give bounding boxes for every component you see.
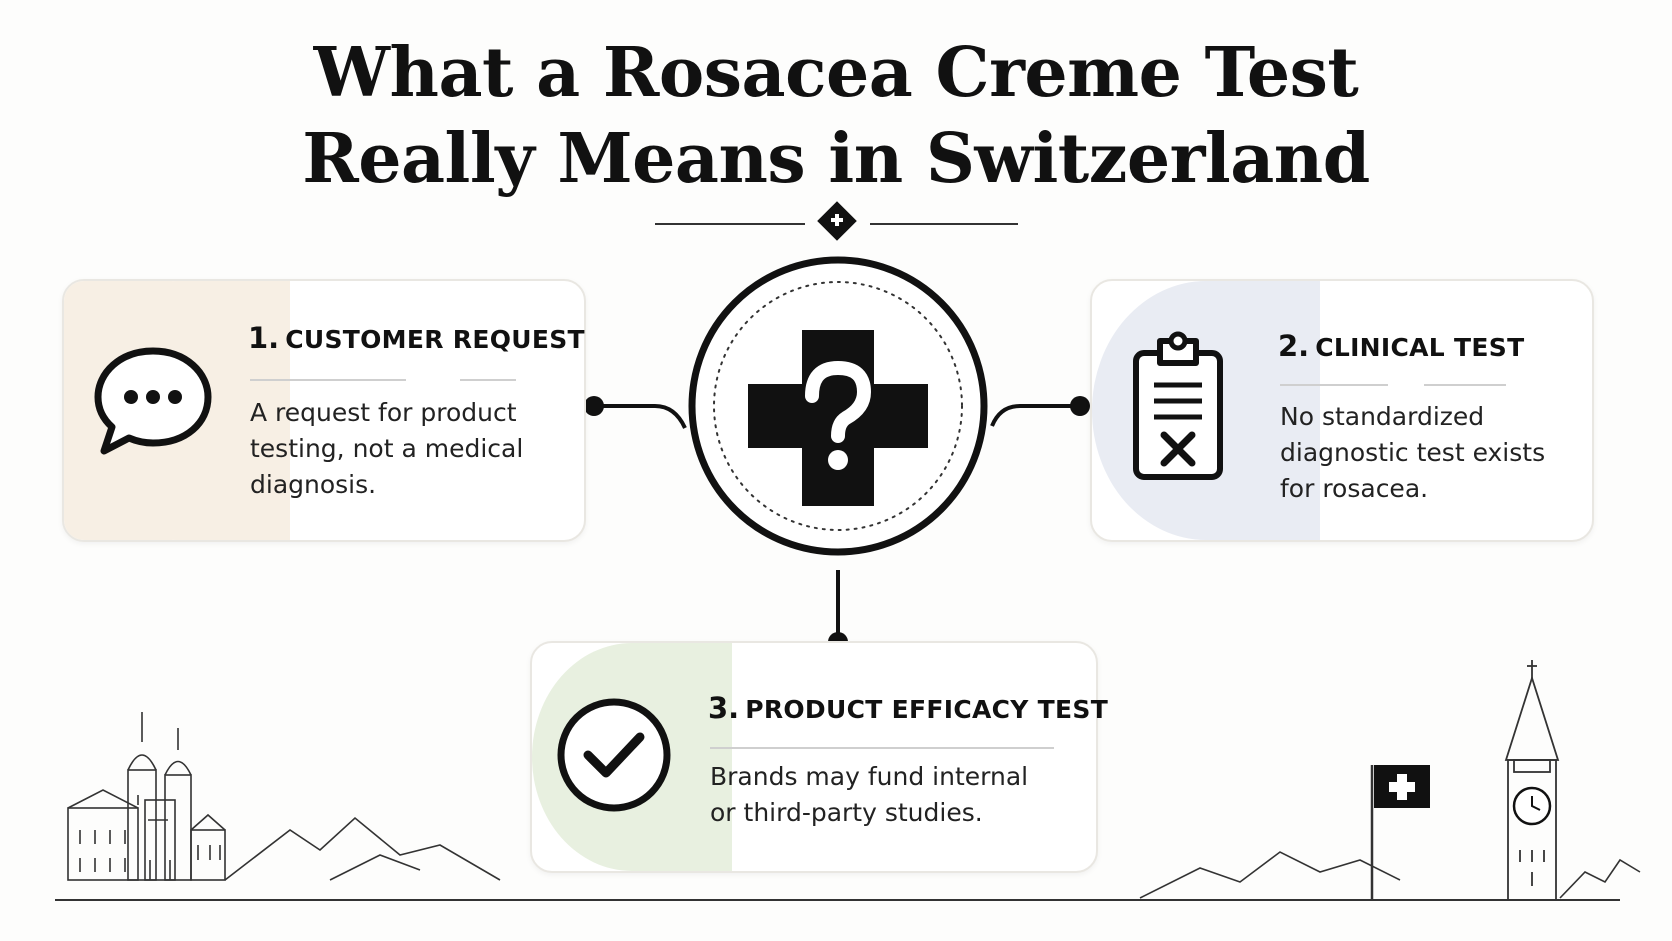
- step-1-rule-short: [460, 379, 516, 381]
- step-1-label: CUSTOMER REQUEST: [285, 325, 585, 354]
- step-1-heading: 1.CUSTOMER REQUEST: [248, 321, 585, 355]
- divider-diamond-cross-icon: [817, 201, 857, 241]
- step-3-number: 3.: [708, 691, 740, 725]
- step-1-rule: [250, 379, 406, 381]
- step-2-heading: 2.CLINICAL TEST: [1278, 329, 1524, 363]
- swiss-flag-icon: [1374, 765, 1430, 808]
- step-1-number: 1.: [248, 321, 280, 355]
- step-card-clinical-test: 2.CLINICAL TEST No standardized diagnost…: [1090, 279, 1594, 542]
- title-line-1: What a Rosacea Creme Test: [313, 33, 1359, 113]
- step-2-rule: [1280, 384, 1388, 386]
- title-line-2: Really Means in Switzerland: [302, 119, 1370, 199]
- step-2-label: CLINICAL TEST: [1315, 333, 1525, 362]
- clipboard-x-icon: [1133, 331, 1223, 480]
- page-title: What a Rosacea Creme Test Really Means i…: [0, 30, 1672, 202]
- swiss-flag-clock-tower-illustration: [1139, 660, 1641, 901]
- step-card-product-efficacy-test: 3.PRODUCT EFFICACY TEST Brands may fund …: [530, 641, 1108, 873]
- speech-bubble-icon: [94, 347, 212, 455]
- step-card-customer-request: 1.CUSTOMER REQUEST A request for product…: [62, 279, 586, 542]
- step-1-description: A request for product testing, not a med…: [250, 398, 524, 499]
- step-3-label: PRODUCT EFFICACY TEST: [745, 695, 1109, 724]
- step-3-rule: [710, 747, 1054, 749]
- step-2-number: 2.: [1278, 329, 1310, 363]
- step-2-description: No standardized diagnostic test exists f…: [1280, 402, 1546, 503]
- connector-dot-right: [1070, 396, 1090, 416]
- connector-lines: [594, 404, 1080, 642]
- step-2-rule-short: [1424, 384, 1506, 386]
- checkmark-circle-icon: [557, 698, 671, 812]
- medical-cross-question-icon: [688, 256, 988, 556]
- cathedral-mountains-illustration: [67, 712, 501, 881]
- step-3-description: Brands may fund internal or third-party …: [710, 762, 1029, 827]
- title-divider: [655, 201, 1018, 241]
- step-3-heading: 3.PRODUCT EFFICACY TEST: [708, 691, 1108, 725]
- connector-dot-left: [584, 396, 604, 416]
